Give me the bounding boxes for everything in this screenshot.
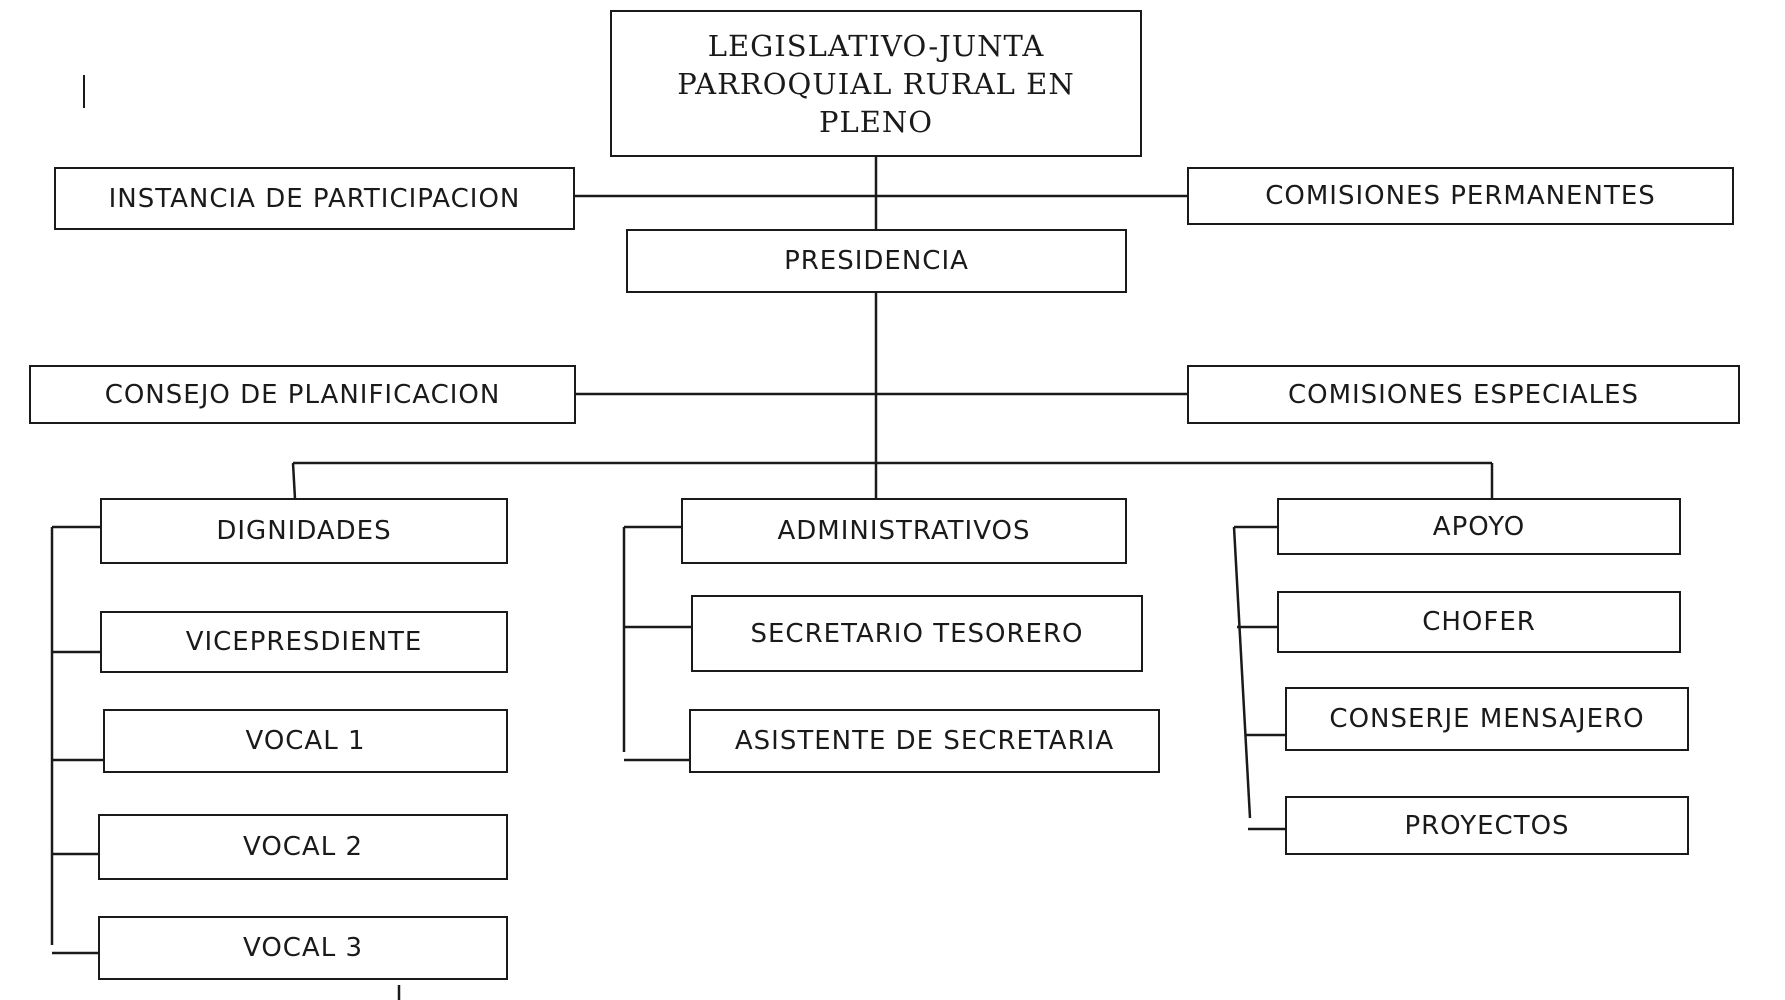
box-conserje-mensajero: CONSERJE MENSAJERO: [1285, 687, 1689, 751]
box-vocal-3: VOCAL 3: [98, 916, 508, 980]
box-legislativo: LEGISLATIVO-JUNTA PARROQUIAL RURAL EN PL…: [610, 10, 1142, 157]
box-secretario-tesorero: SECRETARIO TESORERO: [691, 595, 1143, 672]
box-comisiones-permanentes: COMISIONES PERMANENTES: [1187, 167, 1734, 225]
box-consejo-planificacion: CONSEJO DE PLANIFICACION: [29, 365, 576, 424]
box-comisiones-especiales: COMISIONES ESPECIALES: [1187, 365, 1740, 424]
text-cursor: [83, 75, 85, 108]
box-vocal-2: VOCAL 2: [98, 814, 508, 880]
box-instancia-participacion: INSTANCIA DE PARTICIPACION: [54, 167, 575, 230]
box-chofer: CHOFER: [1277, 591, 1681, 653]
box-dignidades: DIGNIDADES: [100, 498, 508, 564]
box-presidencia: PRESIDENCIA: [626, 229, 1127, 293]
box-apoyo: APOYO: [1277, 498, 1681, 555]
box-proyectos: PROYECTOS: [1285, 796, 1689, 855]
box-vocal-1: VOCAL 1: [103, 709, 508, 773]
box-administrativos: ADMINISTRATIVOS: [681, 498, 1127, 564]
box-asistente-secretaria: ASISTENTE DE SECRETARIA: [689, 709, 1160, 773]
box-vicepresidente: VICEPRESDIENTE: [100, 611, 508, 673]
